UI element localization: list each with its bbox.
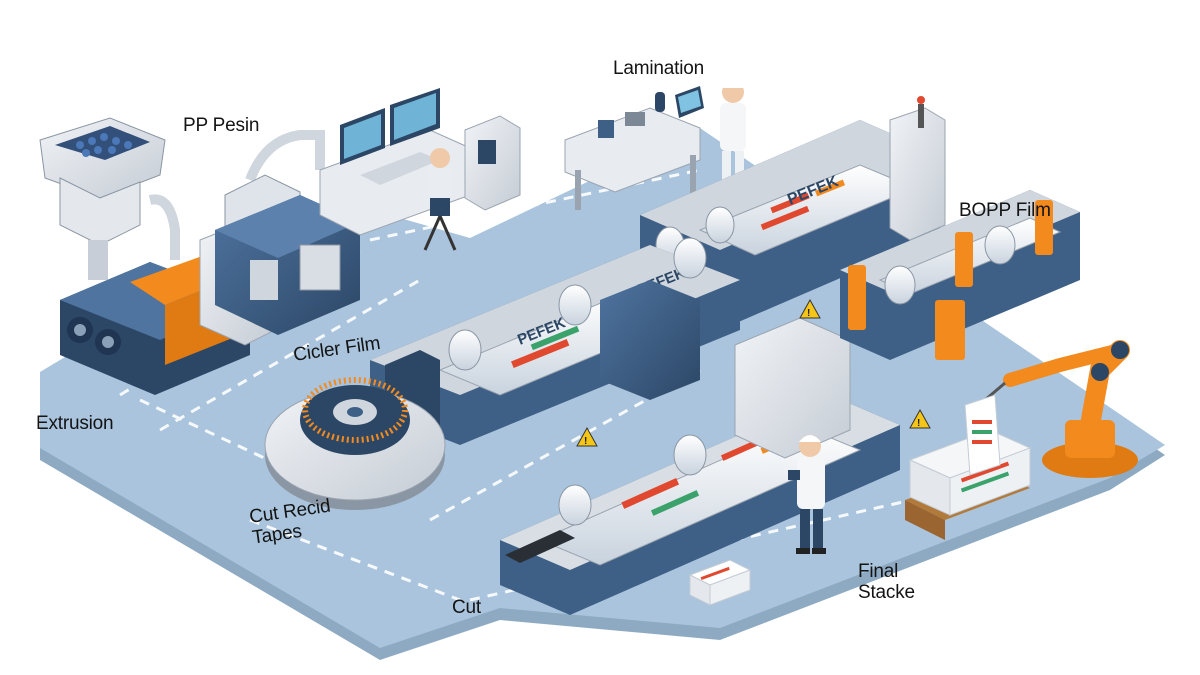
lamination-station	[564, 80, 746, 210]
svg-text:!: !	[807, 308, 810, 319]
label-extrusion: Extrusion	[36, 413, 114, 434]
label-lamination: Lamination	[613, 58, 704, 79]
robot-arm	[984, 340, 1138, 478]
warning-icon: !	[576, 426, 598, 447]
label-bopp-film: BOPP Film	[959, 200, 1051, 221]
label-final-stacke: Final Stacke	[858, 561, 915, 603]
warning-icon: !	[909, 408, 931, 429]
worker-figure	[788, 435, 826, 554]
printing-line: PEFEK PEFEK	[370, 237, 740, 455]
warning-signs: ! ! !	[576, 298, 931, 447]
final-stacks	[688, 394, 1032, 606]
circular-loom	[264, 377, 446, 510]
label-pp-resin: PP Pesin	[183, 115, 260, 136]
svg-text:!: !	[584, 436, 587, 447]
warning-icon: !	[799, 298, 821, 319]
bopp-machine	[840, 190, 1080, 360]
svg-text:!: !	[917, 418, 920, 429]
label-cut: Cut	[452, 597, 481, 618]
control-desk	[319, 88, 521, 251]
